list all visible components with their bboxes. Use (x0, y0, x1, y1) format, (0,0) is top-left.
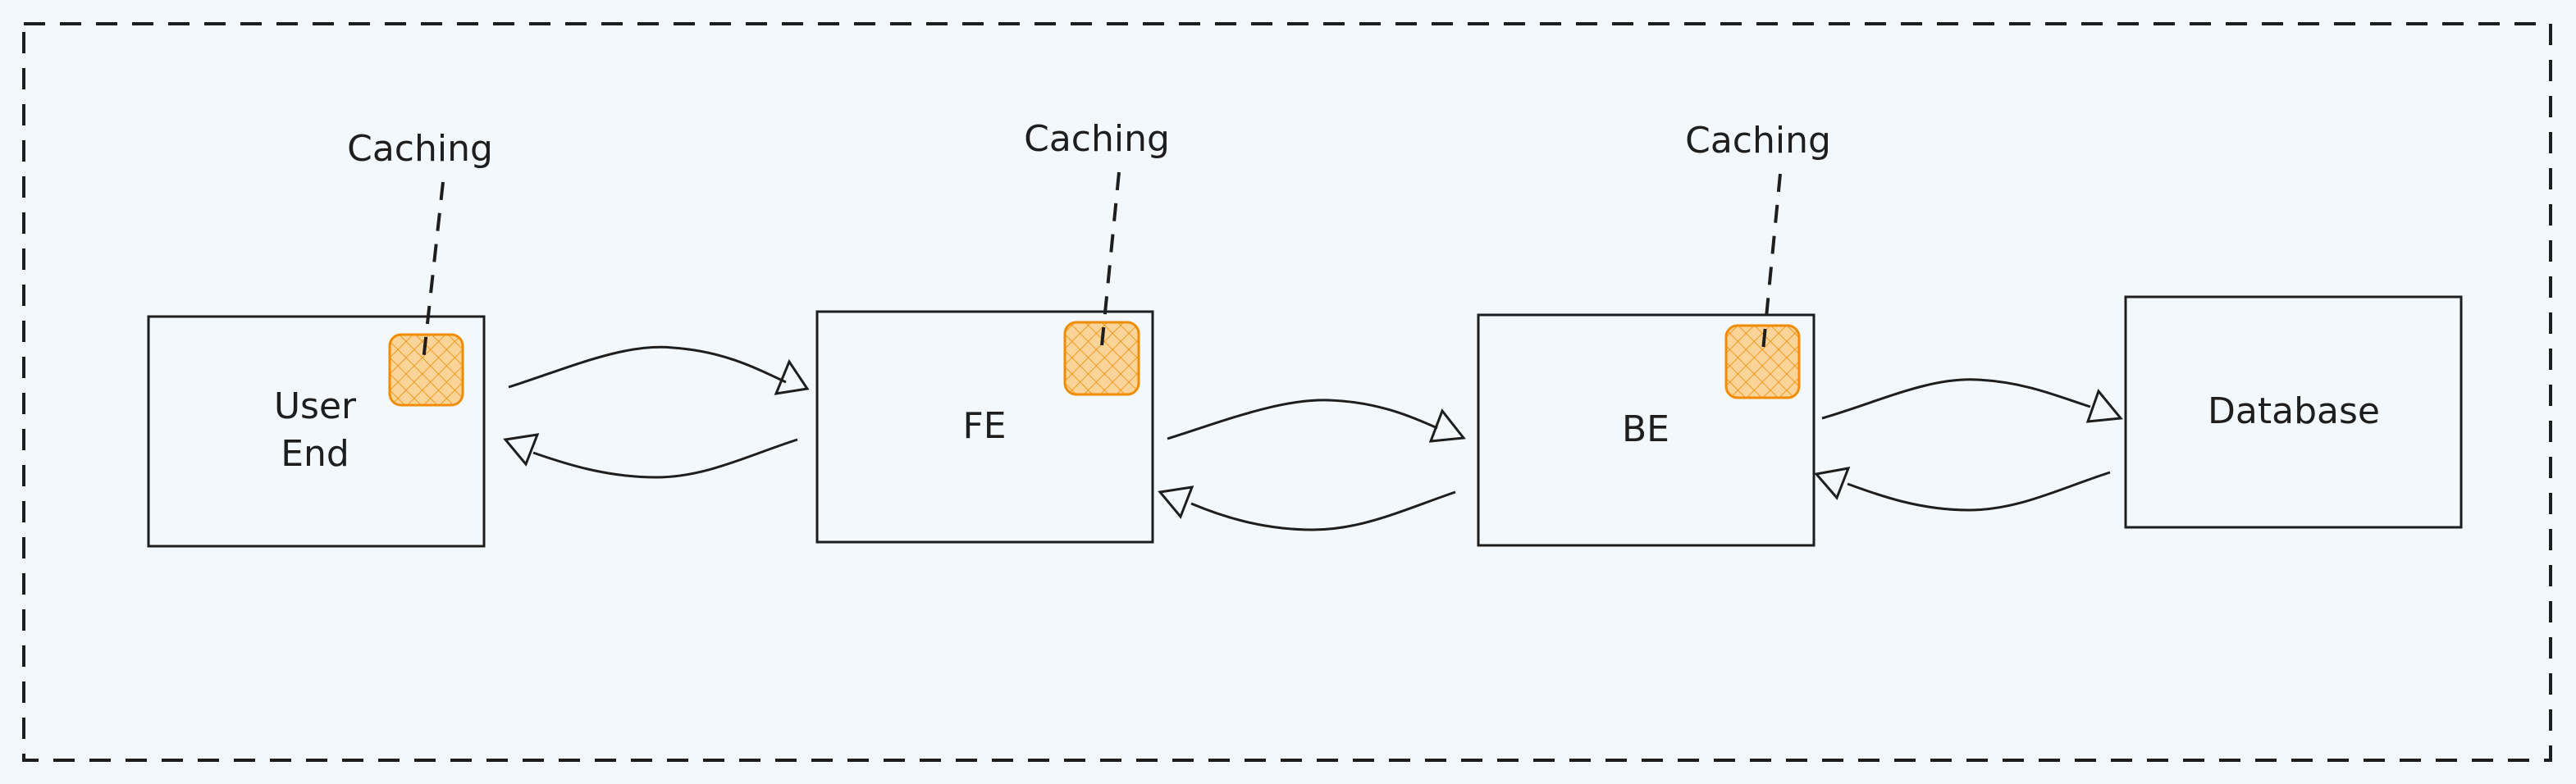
user-end-caching-label: Caching (347, 128, 493, 170)
arrow-be-to-database-head (2085, 388, 2123, 423)
be-label: BE (1622, 408, 1669, 450)
fe-cache-icon (1063, 321, 1140, 396)
arrow-be-to-fe (1190, 490, 1456, 531)
fe-caching-label: Caching (1024, 118, 1170, 160)
system-boundary-frame (22, 22, 2552, 762)
database-box (2124, 295, 2463, 529)
fe-box (815, 310, 1154, 544)
be-caching-label: Caching (1685, 120, 1831, 162)
user-end-cache-icon (388, 333, 464, 407)
node-database[interactable]: Database (2124, 295, 2463, 529)
arrow-database-to-be (1847, 471, 2111, 512)
user-end-box (147, 315, 486, 548)
be-cache-icon (1724, 324, 1801, 399)
arrow-fe-to-user-end (532, 438, 798, 479)
database-label: Database (2208, 390, 2380, 432)
be-box (1477, 313, 1816, 547)
arrow-fe-to-be (1167, 399, 1438, 440)
user-end-label-line2: End (281, 433, 349, 475)
arrow-user-end-to-fe (508, 345, 787, 389)
node-fe[interactable]: FE (815, 310, 1154, 544)
user-end-label-line1: User (274, 385, 357, 427)
arrow-be-to-fe-head (1158, 485, 1194, 519)
arrow-be-to-database (1821, 378, 2091, 420)
arrow-fe-to-be-head (1428, 408, 1466, 443)
arrow-fe-to-user-end-head (503, 433, 540, 467)
fe-caching-leader (1100, 171, 1121, 347)
fe-label: FE (962, 405, 1006, 447)
node-be[interactable]: BE (1477, 313, 1816, 547)
arrow-database-to-be-head (1814, 467, 1851, 500)
arrow-user-end-to-fe-head (774, 358, 810, 395)
node-user-end[interactable]: User End (147, 315, 486, 548)
